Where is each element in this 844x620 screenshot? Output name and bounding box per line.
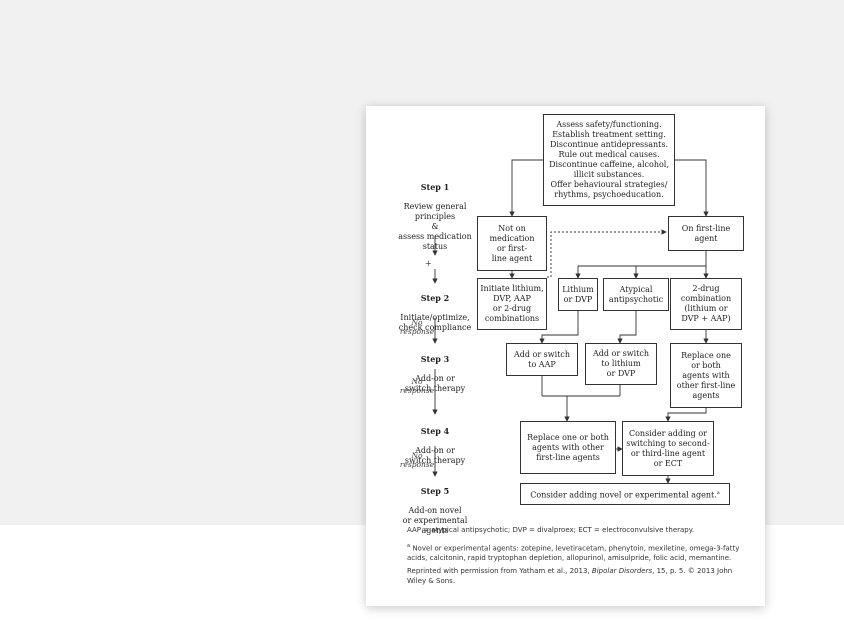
- box-add-aap-text: Add or switch to AAP: [513, 349, 571, 369]
- step-1-title: Step 1: [420, 182, 450, 192]
- step-3-desc: Add-on or switch therapy: [404, 374, 466, 393]
- step-5-desc: Add-on novel or experimental agents: [402, 506, 468, 535]
- no-response-3: No response: [399, 451, 435, 469]
- step-4: Step 4 Add-on or switch therapy: [380, 416, 490, 466]
- step-4-desc: Add-on or switch therapy: [404, 446, 466, 465]
- no-response-2: No response: [399, 377, 435, 395]
- box-atypical-text: Atypical antipsychotic: [608, 284, 664, 304]
- box-lithium-dvp-text: Lithium or DVP: [562, 284, 594, 304]
- box-two-drug-text: 2-drug combination (lithium or DVP + AAP…: [680, 284, 732, 323]
- box-add-aap: Add or switch to AAP: [506, 343, 578, 376]
- step-2-desc: Initiate/optimize, check compliance: [398, 313, 472, 332]
- footnote-marker: a: [716, 489, 720, 496]
- footnote-novel-text: Novel or experimental agents: zotepine, …: [407, 544, 740, 562]
- box-initiate-text: Initiate lithium, DVP, AAP or 2-drug com…: [480, 284, 544, 323]
- step-5: Step 5 Add-on novel or experimental agen…: [380, 476, 490, 536]
- box-replace-other-firstline: Replace one or both agents with other fi…: [670, 343, 742, 408]
- box-consider-novel: Consider adding novel or experimental ag…: [520, 483, 730, 505]
- consider-novel-label: Consider adding novel or experimental ag…: [530, 490, 717, 500]
- box-add-lithium-text: Add or switch to lithium or DVP: [592, 349, 650, 378]
- connector-lithium-aap: [539, 311, 579, 344]
- box-replace-other-firstline-text: Replace one or both agents with other fi…: [676, 350, 736, 400]
- connector-dashed: [547, 229, 667, 278]
- box-replace-both-text: Replace one or both agents with other fi…: [527, 432, 609, 462]
- step-1-desc: Review general principles & assess medic…: [398, 202, 472, 251]
- step-3: Step 3 Add-on or switch therapy: [380, 344, 490, 394]
- box-consider-second-line: Consider adding or switching to second- …: [622, 421, 714, 476]
- plus-sign: +: [425, 259, 432, 268]
- connector-merge-replace: [541, 376, 621, 421]
- footnote-abbreviations: AAP = atypical antipsychotic; DVP = diva…: [407, 526, 695, 534]
- reprint-journal: Bipolar Disorders: [591, 567, 653, 575]
- connector-firstline-branch: [577, 251, 707, 278]
- step-1: Step 1 Review general principles & asses…: [380, 172, 490, 252]
- box-two-drug: 2-drug combination (lithium or DVP + AAP…: [670, 278, 742, 330]
- connector-replaceone-consider: [665, 408, 707, 422]
- box-not-on-medication-text: Not on medication or first- line agent: [489, 223, 535, 263]
- reprint-prefix: Reprinted with permission from Yatham et…: [407, 567, 590, 575]
- step-5-title: Step 5: [420, 486, 450, 496]
- step-2-title: Step 2: [420, 293, 450, 303]
- connector-atypical-lithium: [617, 311, 637, 344]
- step-3-title: Step 3: [420, 354, 450, 364]
- step-2: Step 2 Initiate/optimize, check complian…: [380, 283, 490, 333]
- box-on-first-line: On first-line agent: [668, 216, 744, 251]
- document-page: Step 1 Review general principles & asses…: [366, 106, 765, 606]
- no-response-1: No response: [399, 318, 435, 336]
- footnote-reprint: Reprinted with permission from Yatham et…: [407, 567, 747, 586]
- connector-assess-left: [509, 159, 543, 217]
- box-not-on-medication: Not on medication or first- line agent: [477, 216, 547, 271]
- box-consider-novel-text: Consider adding novel or experimental ag…: [530, 488, 719, 501]
- box-assess-safety: Assess safety/functioning. Establish tre…: [543, 114, 675, 206]
- box-atypical: Atypical antipsychotic: [603, 278, 669, 311]
- footnote-novel-agents: a Novel or experimental agents: zotepine…: [407, 542, 747, 563]
- connector-assess-right: [675, 159, 709, 217]
- box-consider-second-line-text: Consider adding or switching to second- …: [626, 428, 710, 468]
- box-assess-text: Assess safety/functioning. Establish tre…: [549, 120, 669, 199]
- reprint-suffix: , 15, p. 5. © 2013 John Wiley & Sons.: [407, 567, 733, 585]
- flowchart-connectors: [432, 159, 709, 484]
- step-4-title: Step 4: [420, 426, 450, 436]
- box-add-lithium: Add or switch to lithium or DVP: [585, 343, 657, 385]
- box-replace-both: Replace one or both agents with other fi…: [520, 421, 616, 474]
- footnote-novel-marker: a: [407, 543, 411, 549]
- box-lithium-dvp: Lithium or DVP: [558, 278, 598, 311]
- box-initiate: Initiate lithium, DVP, AAP or 2-drug com…: [477, 278, 547, 330]
- box-on-first-line-text: On first-line agent: [681, 223, 731, 243]
